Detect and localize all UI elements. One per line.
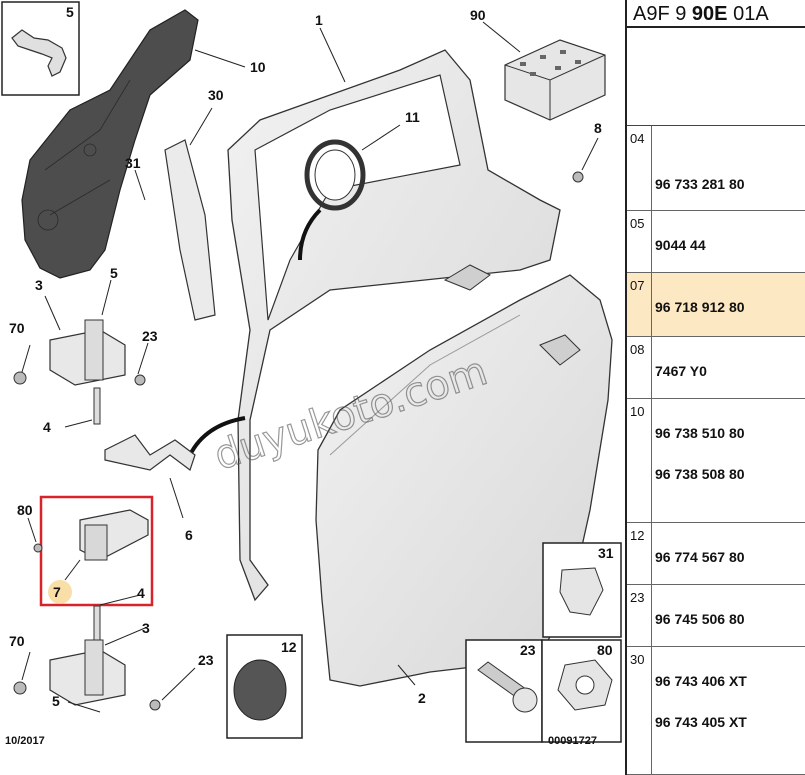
- svg-text:80: 80: [597, 642, 613, 658]
- svg-text:8: 8: [594, 120, 602, 136]
- row-code: 30: [627, 647, 652, 774]
- bracket-6: [104, 434, 196, 471]
- pillar-trim-strip: [164, 139, 216, 321]
- speaker-ring: [304, 139, 366, 211]
- svg-text:90: 90: [470, 7, 486, 23]
- svg-text:70: 70: [9, 633, 25, 649]
- screw-8: [572, 171, 584, 183]
- highlight-marker: [48, 580, 72, 604]
- door-trim-panel: [21, 9, 199, 279]
- svg-text:1: 1: [315, 12, 323, 28]
- exploded-parts-diagram: 5 1 10 90 30 11 8 31 5 3 70 23 4 6 80 7 …: [1, 1, 622, 747]
- part-reference: 96 743 406 XT: [655, 673, 747, 689]
- svg-text:31: 31: [125, 155, 141, 171]
- svg-text:6: 6: [185, 527, 193, 543]
- inset-box-plug: [226, 634, 303, 739]
- inset-box-bolt-23: [465, 639, 543, 743]
- door-check-strap: [33, 509, 149, 561]
- row-code: 10: [627, 399, 652, 522]
- svg-text:23: 23: [198, 652, 214, 668]
- svg-text:3: 3: [35, 277, 43, 293]
- part-reference: 96 745 506 80: [655, 611, 745, 627]
- inset-box-clip: [1, 1, 80, 96]
- svg-text:23: 23: [142, 328, 158, 344]
- row-code: 12: [627, 523, 652, 584]
- svg-text:5: 5: [66, 4, 74, 20]
- part-reference: 96 743 405 XT: [655, 714, 747, 730]
- ecu-module: [504, 39, 606, 121]
- callout-labels: 5 1 10 90 30 11 8 31 5 3 70 23 4 6 80 7 …: [9, 4, 614, 709]
- part-reference: 96 733 281 80: [655, 176, 745, 192]
- table-header-blank: [627, 28, 805, 126]
- svg-text:31: 31: [598, 545, 614, 561]
- svg-text:10: 10: [250, 59, 266, 75]
- svg-text:3: 3: [142, 620, 150, 636]
- footer-ref-number: 00091727: [548, 735, 597, 747]
- svg-text:7: 7: [53, 584, 61, 600]
- inset-box-nut-80: [541, 639, 622, 743]
- part-reference: 96 738 508 80: [655, 466, 745, 482]
- part-reference: 7467 Y0: [655, 363, 707, 379]
- svg-text:5: 5: [110, 265, 118, 281]
- svg-text:11: 11: [405, 109, 420, 125]
- part-reference: 96 774 567 80: [655, 549, 745, 565]
- table-header: A9F 9 90E 01A: [627, 0, 805, 28]
- svg-text:4: 4: [137, 585, 145, 601]
- svg-text:80: 80: [17, 502, 33, 518]
- svg-text:70: 70: [9, 320, 25, 336]
- svg-text:30: 30: [208, 87, 224, 103]
- row-code: 07: [627, 273, 652, 336]
- part-reference: 9044 44: [655, 237, 706, 253]
- svg-text:23: 23: [520, 642, 536, 658]
- hinge-pin-upper: [93, 387, 101, 425]
- leader-lines: [21, 21, 599, 713]
- row-code: 08: [627, 337, 652, 398]
- svg-text:12: 12: [281, 639, 297, 655]
- part-reference: 96 718 912 80: [655, 299, 745, 315]
- svg-text:5: 5: [52, 693, 60, 709]
- row-code: 23: [627, 585, 652, 646]
- row-code: 04: [627, 126, 652, 210]
- footer-date: 10/2017: [5, 735, 45, 747]
- hinge-upper: [13, 319, 146, 386]
- inset-box-clip-31: [542, 542, 622, 638]
- svg-text:4: 4: [43, 419, 51, 435]
- hinge-lower: [13, 639, 161, 711]
- svg-text:2: 2: [418, 690, 426, 706]
- part-reference: 96 738 510 80: [655, 425, 745, 441]
- row-code: 05: [627, 211, 652, 272]
